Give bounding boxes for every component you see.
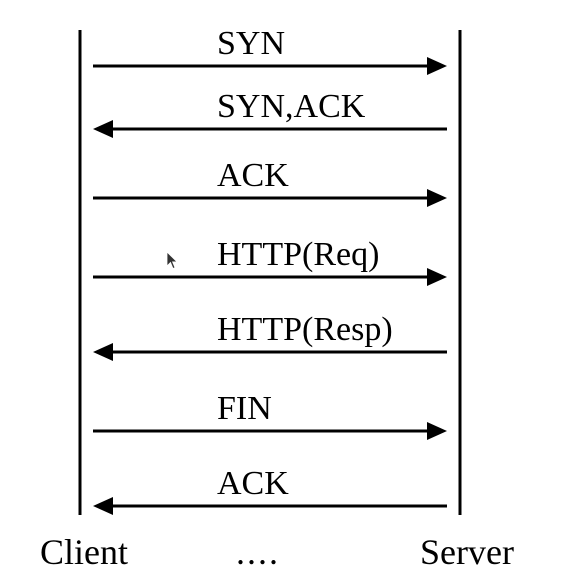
- arrowhead-left-icon: [93, 497, 113, 515]
- message-label: SYN,ACK: [217, 88, 366, 125]
- arrowhead-right-icon: [427, 422, 447, 440]
- message-label: SYN: [217, 25, 285, 62]
- arrowhead-right-icon: [427, 57, 447, 75]
- message-5: HTTP(Resp): [93, 311, 447, 361]
- message-label: ACK: [217, 157, 289, 194]
- messages-layer: SYN SYN,ACK ACK HTTP(Req) HTTP(Resp) FIN ACK: [93, 25, 447, 515]
- message-label: ACK: [217, 465, 289, 502]
- message-3: ACK: [93, 157, 447, 207]
- client-label: Client: [40, 532, 128, 572]
- server-label: Server: [420, 532, 514, 572]
- arrowhead-left-icon: [93, 343, 113, 361]
- message-2: SYN,ACK: [93, 88, 447, 138]
- message-1: SYN: [93, 25, 447, 75]
- message-4: HTTP(Req): [93, 236, 447, 286]
- message-6: FIN: [93, 390, 447, 440]
- message-7: ACK: [93, 465, 447, 515]
- message-label: HTTP(Resp): [217, 311, 393, 348]
- arrowhead-right-icon: [427, 189, 447, 207]
- arrowhead-right-icon: [427, 268, 447, 286]
- message-label: FIN: [217, 390, 272, 427]
- mouse-pointer-icon: [166, 251, 178, 276]
- message-label: HTTP(Req): [217, 236, 379, 273]
- arrowhead-left-icon: [93, 120, 113, 138]
- ellipsis-label: ....: [236, 532, 280, 572]
